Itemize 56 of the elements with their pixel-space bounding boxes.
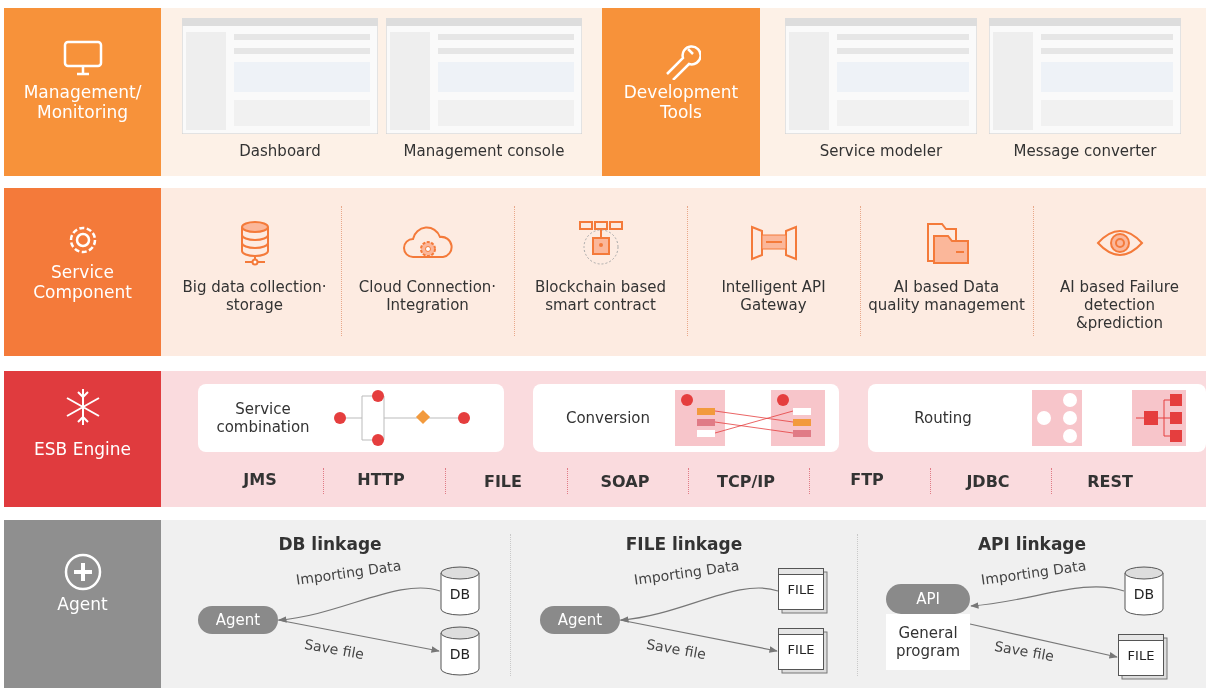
protocol-label: HTTP [356,470,406,489]
arrow [620,587,779,623]
screenshot-caption: Message converter [1012,142,1158,160]
process-card [868,384,1206,452]
protocol-label: TCP/IP [716,472,776,491]
layer-title-panel [4,188,161,356]
api-badge: API [886,584,970,614]
layer-title: Development Tools [622,82,740,123]
edge-label: Save file [993,638,1056,665]
protocol-label: JDBC [964,472,1011,491]
screenshot-caption: Management console [402,142,566,160]
section-heading: FILE linkage [624,534,744,554]
program-box: General program [886,614,970,670]
process-card [198,384,504,452]
arrow [969,623,1118,659]
agent-node: Agent [540,606,620,634]
component-label: AI based Failure detection &prediction [1059,278,1180,332]
file-label: FILE [786,582,816,598]
section-heading: API linkage [976,534,1088,554]
arrow [619,619,778,653]
process-label: Routing [913,408,973,429]
protocol-label: REST [1086,472,1134,491]
file-label: FILE [786,642,816,658]
edge-label: Importing Data [633,557,741,588]
layer-title: Agent [56,594,109,615]
protocol-label: JMS [241,470,278,489]
component-label: Intelligent API Gateway [720,278,827,314]
protocol-label: SOAP [599,472,651,491]
process-label: Conversion [564,408,652,429]
layer-title-panel [4,8,161,176]
arrow [278,587,441,623]
edge-label: Save file [645,636,708,663]
process-label: Service combination [215,399,311,438]
component-label: Cloud Connection· Integration [357,278,498,314]
protocol-label: FILE [483,472,523,491]
layer-title: Management/ Monitoring [22,82,143,123]
edge-label: Save file [303,636,366,663]
file-label: FILE [1126,648,1156,664]
screenshot-caption: Dashboard [238,142,322,160]
layer-title-panel [4,371,161,507]
edge-label: Importing Data [980,557,1088,588]
component-label: Blockchain based smart contract [533,278,668,314]
section-heading: DB linkage [277,534,383,554]
component-label: AI based Data quality management [868,278,1025,314]
agent-node: Agent [198,606,278,634]
layer-title-panel [4,520,161,688]
protocol-label: FTP [849,470,885,489]
layer-title: ESB Engine [33,439,132,460]
component-label: Big data collection· storage [181,278,328,314]
arrow [970,586,1125,609]
layer-title: Service Component [32,262,133,303]
layer-title-panel [602,8,760,176]
screenshot-caption: Service modeler [818,142,944,160]
arrow [277,619,440,653]
edge-label: Importing Data [295,557,403,588]
process-card [533,384,839,452]
